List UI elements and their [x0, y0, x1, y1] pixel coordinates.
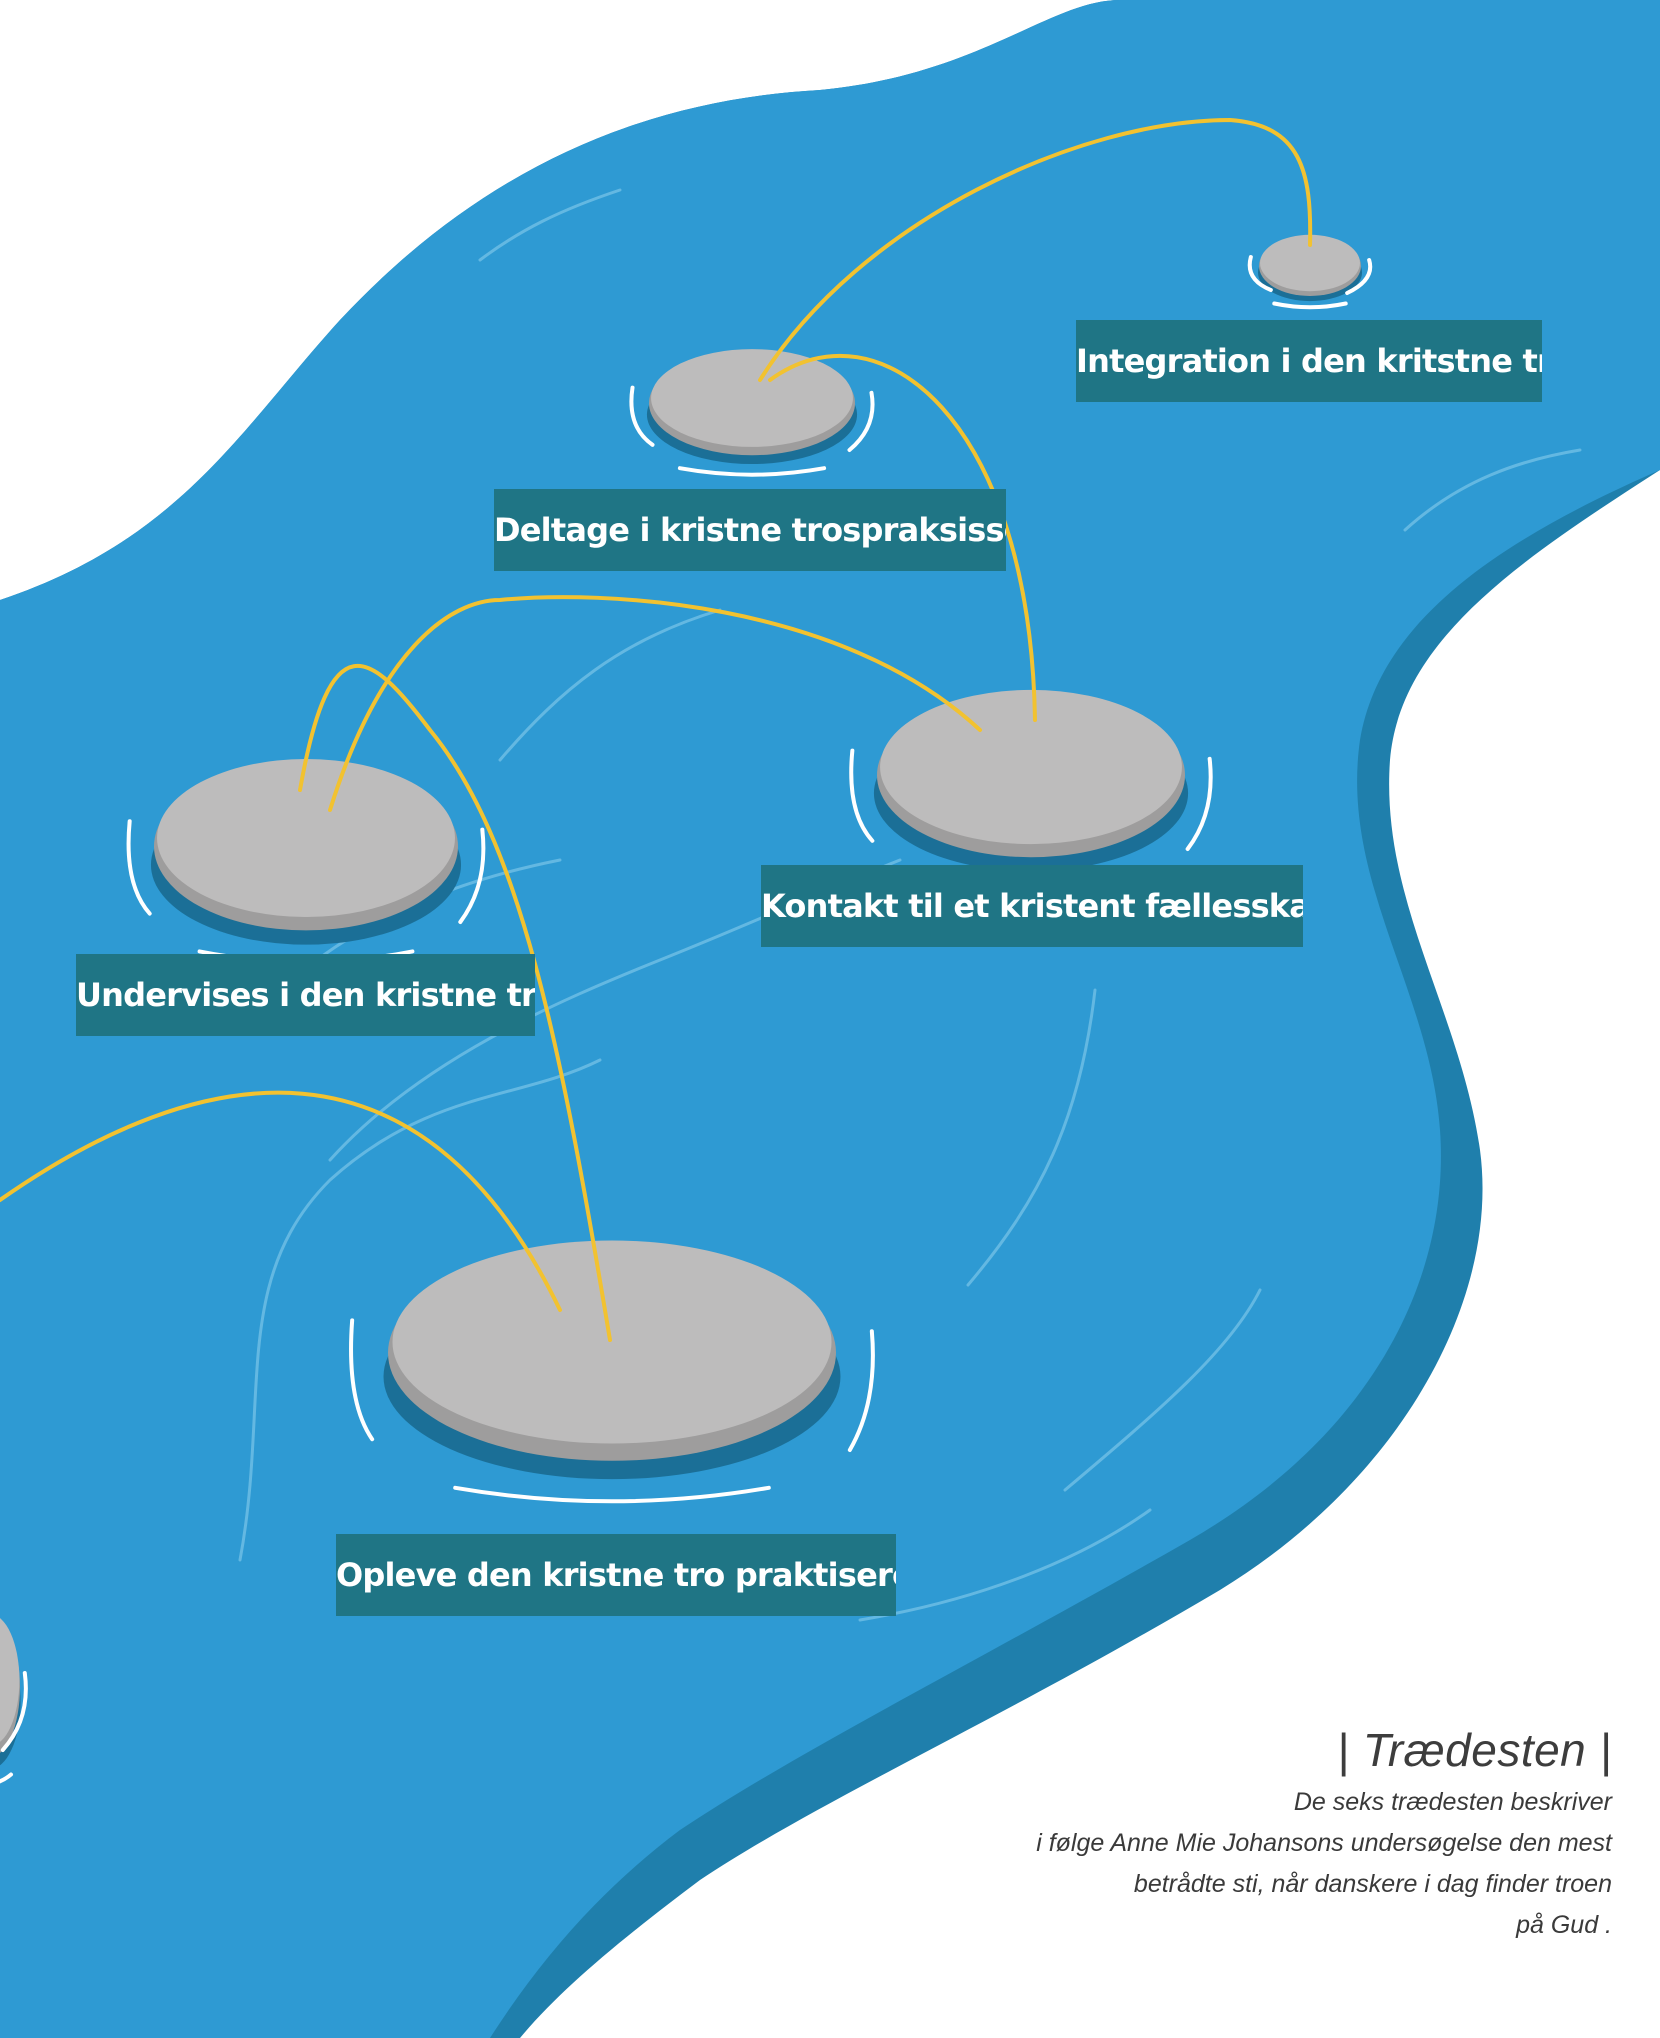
path-arc	[328, 595, 982, 812]
stepping-stones	[0, 234, 1373, 1784]
current-line	[966, 988, 1097, 1287]
stone-top	[880, 689, 1182, 845]
stone-deltage	[629, 349, 875, 477]
step-label-deltage: Deltage i kristne trospraksisser	[494, 489, 1006, 571]
stone-top	[651, 349, 853, 447]
caption-title: | Trædesten |	[1337, 1724, 1612, 1776]
path-arc	[768, 353, 1037, 722]
caption-line: De seks trædesten beskriver	[1293, 1788, 1612, 1816]
caption-line: betrådte sti, når danskere i dag finder …	[1133, 1870, 1612, 1898]
stone-ripple	[0, 1671, 28, 1784]
stone-integration	[1247, 234, 1373, 310]
stone-partial	[0, 1618, 28, 1784]
stone-ripple	[1247, 255, 1373, 310]
path-arc	[298, 664, 612, 1342]
water-current-lines	[238, 188, 1582, 1622]
current-line	[478, 188, 622, 262]
path-arc	[758, 117, 1313, 382]
current-line	[498, 608, 722, 762]
stone-undervises	[126, 759, 486, 964]
current-line	[1403, 448, 1582, 532]
stone-ripple	[349, 1318, 875, 1504]
stone-ripple	[629, 385, 875, 477]
caption-line: i følge Anne Mie Johansons undersøgelse …	[1036, 1829, 1612, 1857]
step-label-undervises: Undervises i den kristne tro	[76, 954, 535, 1036]
step-label-integration: Integration i den kritstne tro	[1076, 320, 1542, 402]
stone-top	[392, 1240, 832, 1444]
faith-path	[0, 117, 1313, 1342]
caption-line: på Gud .	[1516, 1911, 1612, 1939]
stone-top	[0, 1618, 20, 1742]
current-line	[238, 1058, 602, 1562]
stone-top	[157, 759, 455, 917]
caption-block: | Trædesten | De seks trædesten beskrive…	[912, 1718, 1612, 1946]
current-line	[858, 1508, 1152, 1622]
current-line	[1063, 1288, 1262, 1492]
step-label-opleve: Opleve den kristne tro praktiseret	[336, 1534, 896, 1616]
step-label-kontakt: Kontakt til et kristent fællesskab	[761, 865, 1303, 947]
stone-top	[1260, 234, 1360, 292]
path-arc	[0, 1090, 562, 1312]
stone-kontakt	[849, 689, 1213, 890]
stone-opleve	[349, 1240, 875, 1504]
